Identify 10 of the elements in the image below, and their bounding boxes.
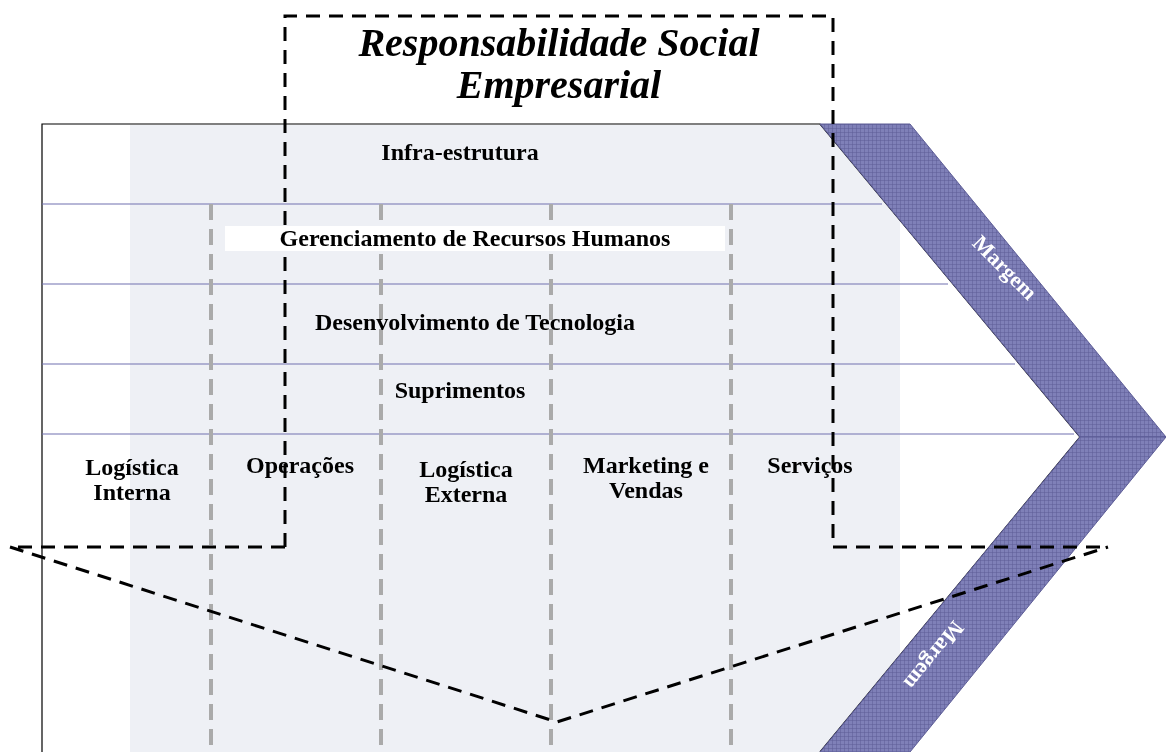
- activity-label: Logística Externa: [396, 457, 536, 508]
- heading-text: Responsabilidade Social Empresarial: [300, 22, 818, 106]
- activity-label: Marketing e Vendas: [566, 453, 726, 504]
- activity-label: Logística Interna: [62, 455, 202, 506]
- activity-label: Suprimentos: [340, 378, 580, 404]
- activity-label: Operações: [230, 453, 370, 479]
- activity-label: Serviços: [740, 453, 880, 479]
- activity-label: Desenvolvimento de Tecnologia: [240, 310, 710, 336]
- activity-label: Infra-estrutura: [300, 140, 620, 166]
- activity-label: Gerenciamento de Recursos Humanos: [225, 226, 725, 252]
